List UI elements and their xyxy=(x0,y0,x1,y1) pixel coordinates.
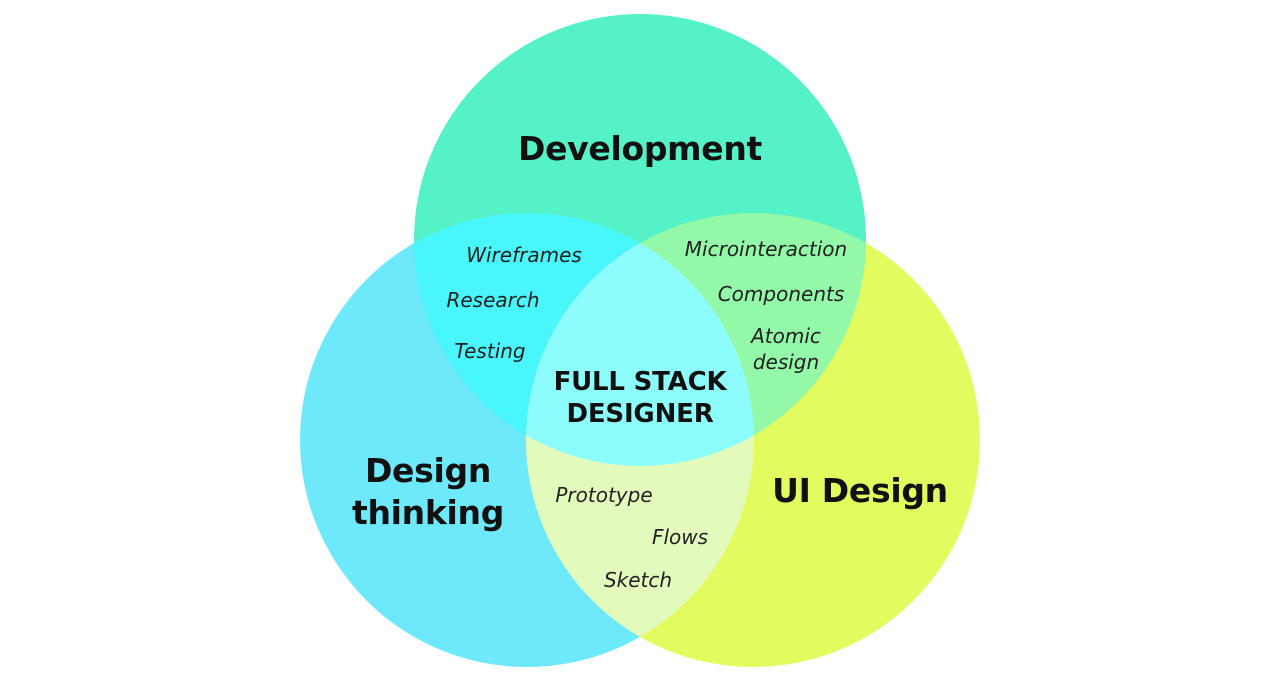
item-flows: Flows xyxy=(651,525,709,549)
center-label-line1: FULL STACK xyxy=(553,367,727,397)
item-wireframes: Wireframes xyxy=(466,243,582,267)
item-atomic-design: Atomic design xyxy=(736,323,836,375)
item-testing: Testing xyxy=(454,339,526,363)
item-microinteraction: Microinteraction xyxy=(684,237,848,261)
design-thinking-label-line2: thinking xyxy=(351,493,505,532)
item-components: Components xyxy=(717,282,845,306)
full-stack-designer-label: FULL STACK DESIGNER xyxy=(520,366,760,430)
item-sketch: Sketch xyxy=(603,568,673,592)
design-thinking-label: Design thinking xyxy=(298,450,558,534)
item-research: Research xyxy=(446,288,540,312)
item-atomic-design-line1: Atomic xyxy=(751,324,821,348)
item-prototype: Prototype xyxy=(555,483,653,507)
item-atomic-design-line2: design xyxy=(752,350,820,374)
center-label-line2: DESIGNER xyxy=(566,399,714,429)
design-thinking-label-line1: Design xyxy=(364,451,492,490)
ui-design-label: UI Design xyxy=(772,471,948,510)
development-label: Development xyxy=(517,129,762,168)
